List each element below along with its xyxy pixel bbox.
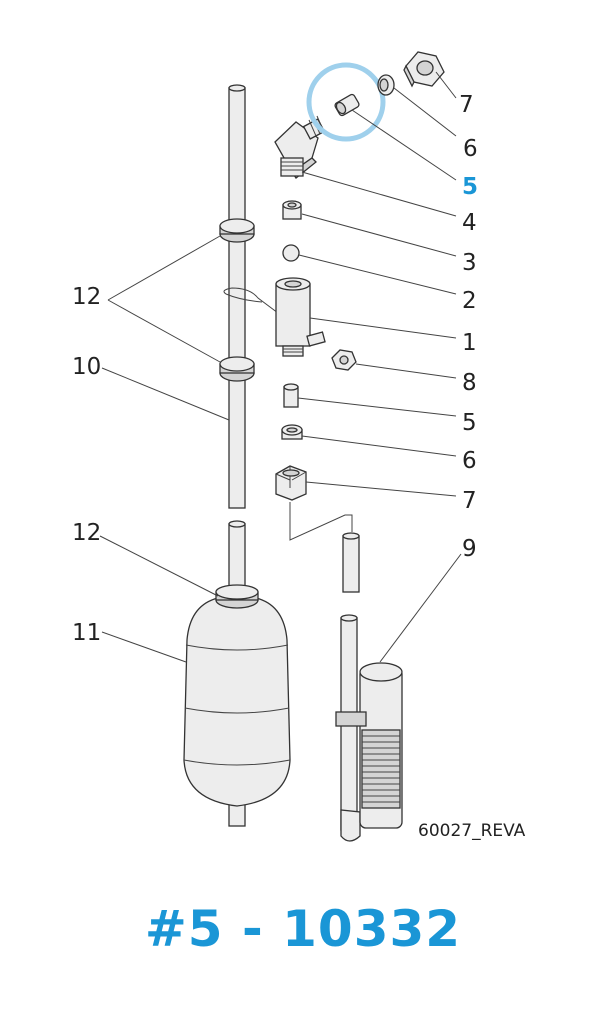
filter-9	[335, 614, 403, 842]
fitting-1	[275, 277, 326, 357]
nut-8	[331, 349, 357, 371]
callout-8: 8	[462, 370, 477, 396]
callout-7-top: 7	[459, 92, 474, 118]
drawing-reference: 60027_REVA	[418, 821, 526, 841]
callout-4: 4	[462, 210, 477, 236]
callout-12-upper: 12	[72, 284, 101, 310]
ferrule-6-top	[377, 74, 395, 96]
callout-5-mid: 5	[462, 410, 477, 436]
callout-1: 1	[462, 330, 477, 356]
ball-2	[282, 244, 300, 262]
float-11	[183, 597, 291, 807]
callout-9: 9	[462, 536, 477, 562]
highlight-circle	[306, 62, 386, 142]
callout-numbers: 7 6 5 4 3 2 1 8 5 6 7 9 12 10 12 11	[72, 92, 478, 646]
sleeve-5-top	[334, 93, 360, 117]
nut-7-top	[403, 51, 445, 88]
callout-6-top: 6	[463, 136, 478, 162]
callout-7-mid: 7	[462, 488, 477, 514]
grommet-12-lower	[215, 584, 259, 609]
wire-loop	[223, 287, 291, 323]
callout-3: 3	[462, 250, 477, 276]
grommet-12-middle	[219, 356, 255, 382]
callout-12-lower: 12	[72, 520, 101, 546]
callout-10: 10	[72, 354, 101, 380]
leader-lines	[99, 71, 462, 663]
part-number-caption: #5 - 10332	[144, 900, 462, 958]
callout-11: 11	[72, 620, 101, 646]
callout-6-mid: 6	[462, 448, 477, 474]
sleeve-5-mid	[283, 383, 299, 408]
grommet-12-upper	[219, 218, 255, 243]
callout-5-top: 5	[462, 174, 478, 200]
nut-7-mid	[275, 465, 307, 501]
ring-3	[282, 200, 302, 220]
callout-2: 2	[462, 288, 477, 314]
ferrule-6-mid	[281, 424, 303, 440]
tube-segment	[342, 532, 360, 593]
break-line	[289, 502, 353, 541]
